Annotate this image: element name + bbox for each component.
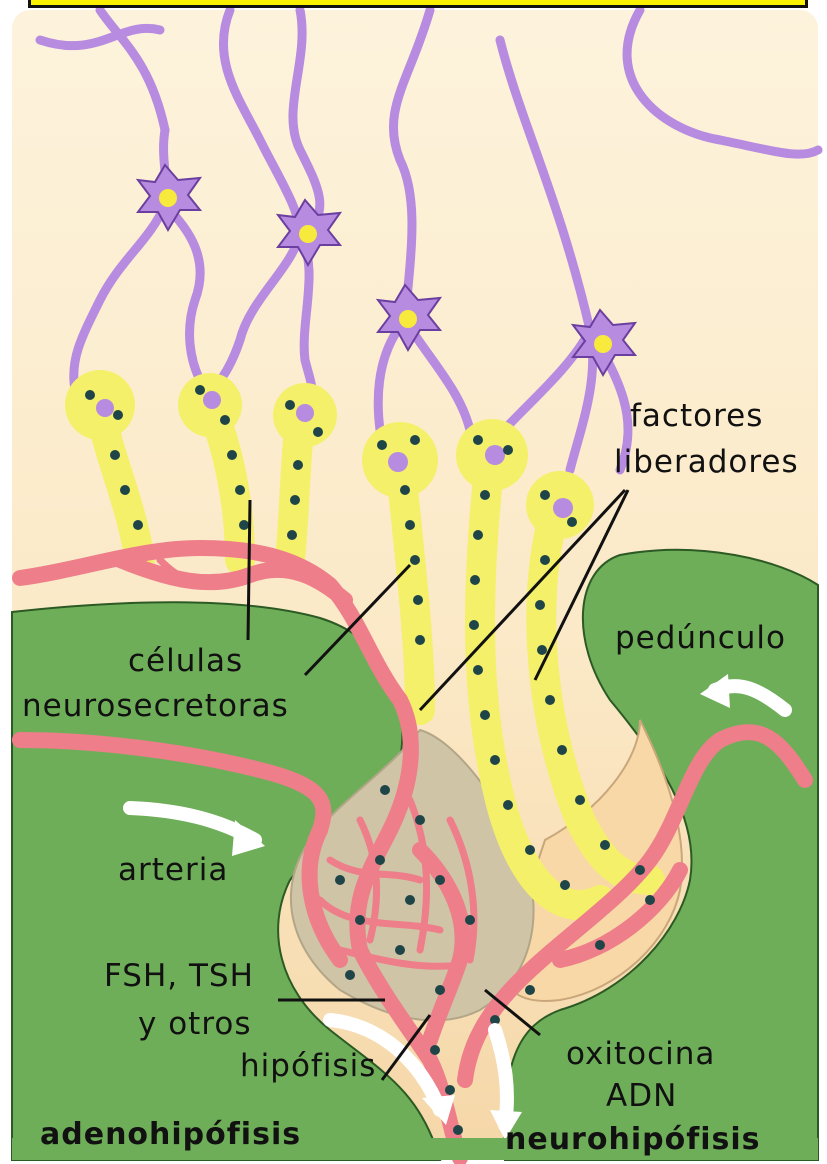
label-hipofisis: hipófisis bbox=[240, 1048, 376, 1084]
title-box bbox=[28, 0, 808, 8]
label-adn: ADN bbox=[606, 1078, 677, 1114]
label-arteria: arteria bbox=[118, 852, 228, 888]
label-liberadores: liberadores bbox=[614, 444, 799, 480]
label-adenohipofisis: adenohipófisis bbox=[40, 1117, 301, 1153]
label-y-otros: y otros bbox=[138, 1006, 252, 1042]
label-pedunculo: pedúnculo bbox=[615, 620, 786, 656]
label-factores: factores bbox=[630, 398, 763, 434]
label-neurosecretoras: neurosecretoras bbox=[22, 688, 289, 724]
label-neurohipofisis: neurohipófisis bbox=[505, 1122, 761, 1158]
label-fsh-tsh: FSH, TSH bbox=[104, 958, 254, 994]
label-celulas: células bbox=[128, 643, 243, 679]
label-oxitocina: oxitocina bbox=[566, 1036, 715, 1072]
